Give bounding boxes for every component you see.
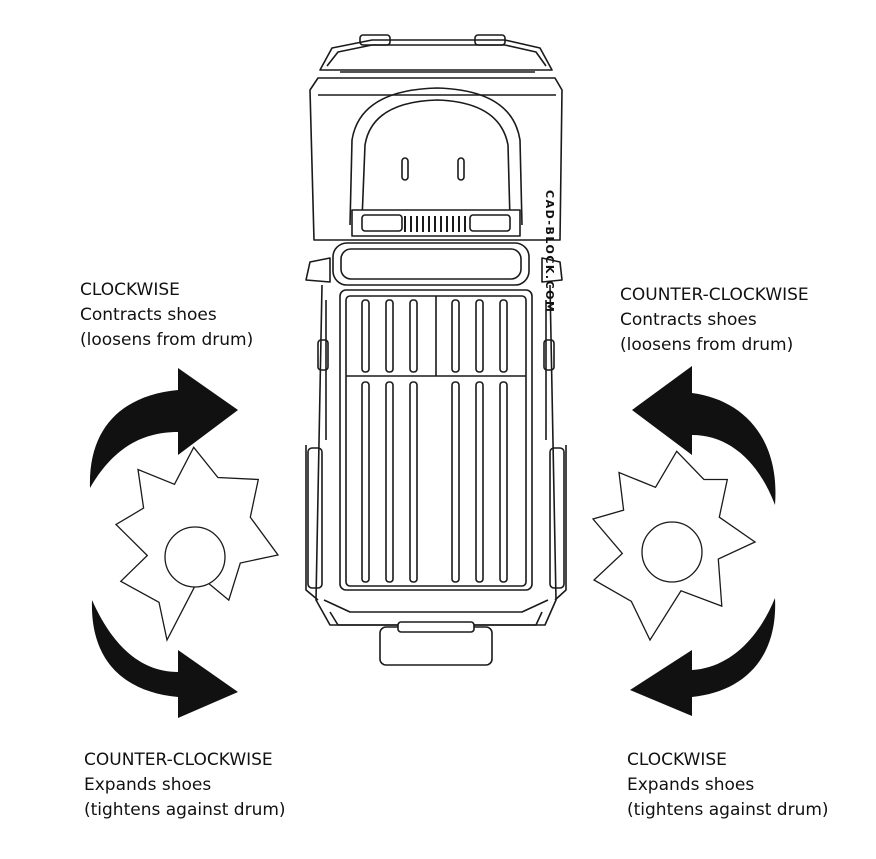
watermark-text: CAD-BLOCK.COM: [543, 190, 556, 314]
label-direction: COUNTER-CLOCKWISE: [620, 285, 809, 305]
label-direction: COUNTER-CLOCKWISE: [84, 750, 273, 770]
hub-circle-right: [641, 521, 703, 583]
label-detail: (loosens from drum): [620, 335, 794, 355]
watermark: CAD-BLOCK.COM: [536, 190, 566, 320]
label-action: Expands shoes: [627, 775, 755, 795]
label-detail: (tightens against drum): [627, 800, 829, 820]
label-top-left: CLOCKWISE Contracts shoes (loosens from …: [80, 278, 253, 353]
label-action: Expands shoes: [84, 775, 212, 795]
label-detail: (tightens against drum): [84, 800, 286, 820]
label-direction: CLOCKWISE: [627, 750, 727, 770]
vehicle-top-view: [305, 34, 567, 666]
label-direction: CLOCKWISE: [80, 280, 180, 300]
label-bottom-right: CLOCKWISE Expands shoes (tightens agains…: [627, 748, 829, 823]
arrow-clockwise-bottom-right: [630, 598, 776, 716]
label-detail: (loosens from drum): [80, 330, 254, 350]
label-action: Contracts shoes: [620, 310, 757, 330]
arrow-clockwise-top-left: [89, 368, 238, 488]
hub-circle-left: [164, 526, 226, 588]
arrow-counter-clockwise-top-right: [632, 366, 776, 505]
label-action: Contracts shoes: [80, 305, 217, 325]
arrow-counter-clockwise-bottom-left: [91, 600, 238, 718]
label-top-right: COUNTER-CLOCKWISE Contracts shoes (loose…: [620, 283, 809, 358]
label-bottom-left: COUNTER-CLOCKWISE Expands shoes (tighten…: [84, 748, 286, 823]
